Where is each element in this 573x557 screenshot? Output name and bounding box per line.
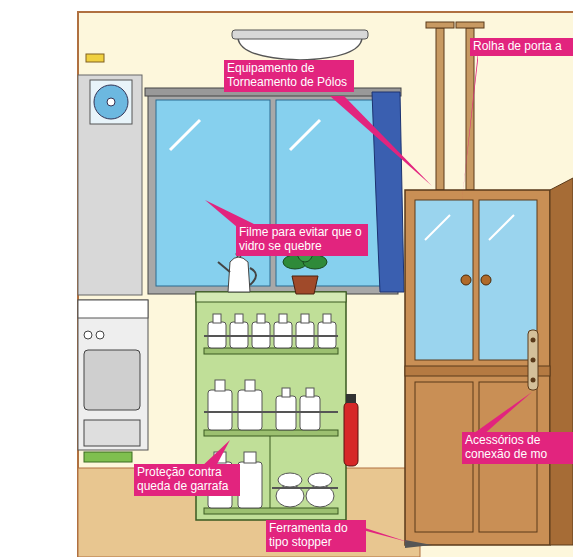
- ceiling-light: [232, 30, 368, 39]
- room-wall: [78, 12, 573, 557]
- callout-text: Acessórios de conexão de mo: [465, 434, 570, 462]
- callout-label: Rolha de porta a: [470, 38, 573, 56]
- kitchen-wall: [78, 75, 142, 295]
- teapot: [218, 251, 256, 292]
- callout-text: Ferramenta do tipo stopper: [269, 522, 363, 550]
- ceiling-light: [238, 38, 362, 60]
- fire-extinguisher: [344, 402, 358, 466]
- connection-bracket: [528, 330, 538, 390]
- guard-rail: [272, 487, 338, 489]
- smoke-detector: [86, 54, 104, 62]
- cabinet: [405, 178, 573, 545]
- window-glass: [156, 100, 270, 286]
- callout-text: Filme para evitar que o vidro se quebre: [239, 226, 365, 254]
- callout-text: Equipamento de Torneamento de Pólos: [227, 62, 351, 90]
- guard-rail: [204, 411, 338, 413]
- callout-label: Proteção contra queda de garrafa: [134, 464, 240, 496]
- callout-label: Filme para evitar que o vidro se quebre: [236, 224, 368, 256]
- callout-pointer: [200, 52, 532, 542]
- floor-mat: [84, 452, 132, 462]
- stove: [78, 300, 148, 450]
- callout-text: Rolha de porta a: [473, 40, 570, 54]
- guard-rail: [204, 335, 338, 337]
- curtain: [372, 92, 404, 292]
- stopper: [405, 540, 432, 548]
- callout-label: Ferramenta do tipo stopper: [266, 520, 366, 552]
- callout-text: Proteção contra queda de garrafa: [137, 466, 237, 494]
- window-fan: [90, 80, 132, 124]
- callout-label: Equipamento de Torneamento de Pólos: [224, 60, 354, 92]
- callout-label: Acessórios de conexão de mo: [462, 432, 573, 464]
